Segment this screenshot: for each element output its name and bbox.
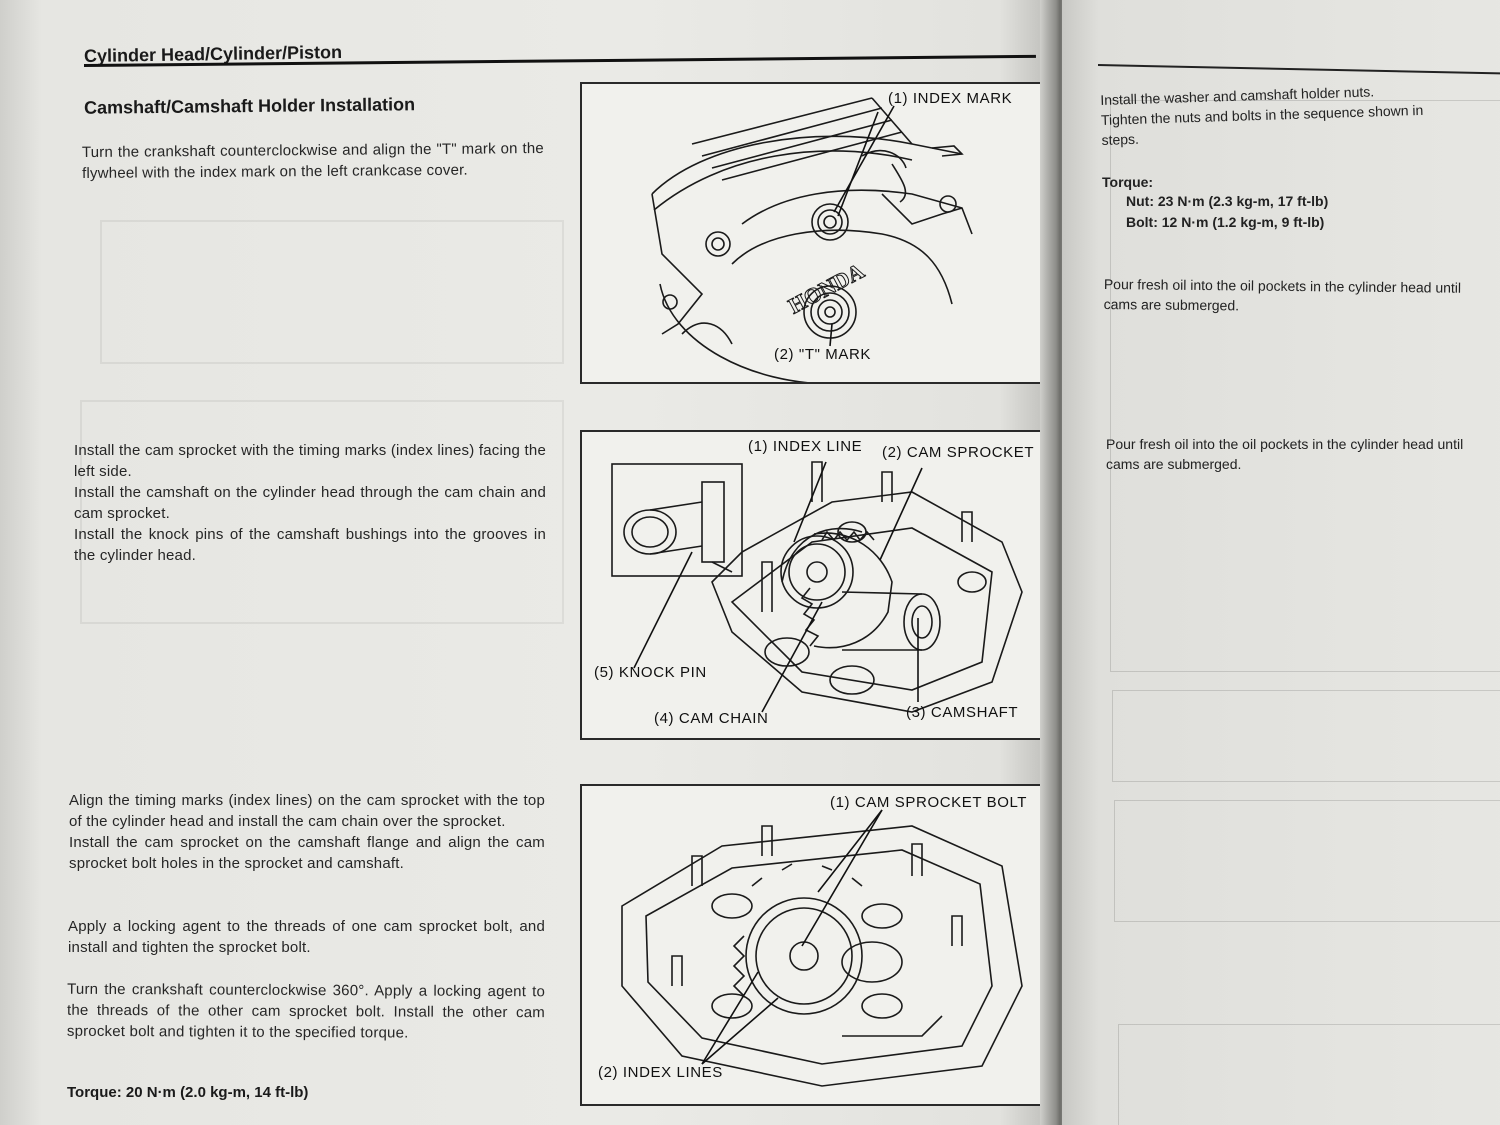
instruction-paragraph-1: Turn the crankshaft counterclockwise and… xyxy=(81,139,544,183)
instruction-line: Install the cam sprocket on the camshaft… xyxy=(69,834,545,872)
figure-cam-sprocket-install: (1) INDEX LINE (2) CAM SPROCKET (3) CAMS… xyxy=(580,430,1050,740)
instruction-line: cams are submerged. xyxy=(1106,456,1242,472)
callout-t-mark: (2) "T" MARK xyxy=(774,346,872,363)
callout-cam-sprocket: (2) CAM SPROCKET xyxy=(882,444,1035,461)
instruction-paragraph-4: Apply a locking agent to the threads of … xyxy=(68,918,545,956)
right-instruction-3: Pour fresh oil into the oil pockets in t… xyxy=(1106,434,1500,474)
right-torque-label: Torque: xyxy=(1102,174,1154,190)
torque-spec: Torque: 20 N·m (2.0 kg-m, 14 ft-lb) xyxy=(67,1084,309,1101)
callout-knock-pin: (5) KNOCK PIN xyxy=(594,664,707,681)
instruction-line: Install the knock pins of the camshaft b… xyxy=(74,526,546,564)
right-torque-bolt: Bolt: 12 N·m (1.2 kg-m, 9 ft-lb) xyxy=(1126,214,1325,230)
callout-index-mark: (1) INDEX MARK xyxy=(888,90,1013,107)
bleed-through-box xyxy=(1118,1024,1500,1125)
right-instruction-2: Pour fresh oil into the oil pockets in t… xyxy=(1104,274,1500,318)
callout-index-line: (1) INDEX LINE xyxy=(748,438,863,455)
instruction-paragraph-3: Align the timing marks (index lines) on … xyxy=(69,790,545,874)
cylinder-head-sprocket-bolt-drawing xyxy=(621,809,1023,1087)
instruction-paragraph-2: Install the cam sprocket with the timing… xyxy=(74,440,546,566)
bleed-through-box xyxy=(1110,100,1500,672)
callout-cam-sprocket-bolt: (1) CAM SPROCKET BOLT xyxy=(830,794,1028,811)
figure-cam-sprocket-bolt: (1) CAM SPROCKET BOLT (2) INDEX LINES xyxy=(580,784,1054,1106)
bleed-through-box xyxy=(80,400,564,624)
callout-camshaft: (3) CAMSHAFT xyxy=(906,704,1019,721)
right-torque-nut: Nut: 23 N·m (2.3 kg-m, 17 ft-lb) xyxy=(1126,193,1329,209)
cylinder-head-camshaft-drawing xyxy=(611,461,1023,713)
left-page: Cylinder Head/Cylinder/Piston Camshaft/C… xyxy=(0,0,1054,1125)
instruction-line: Align the timing marks (index lines) on … xyxy=(69,792,545,830)
bleed-through-box xyxy=(1114,800,1500,922)
bleed-through-box xyxy=(100,220,564,364)
instruction-paragraph-5: Turn the crankshaft counterclockwise 360… xyxy=(66,980,546,1042)
section-title: Camshaft/Camshaft Holder Installation xyxy=(83,94,416,118)
right-instruction-1: Install the washer and camshaft holder n… xyxy=(1100,77,1500,150)
instruction-line: Pour fresh oil into the oil pockets in t… xyxy=(1106,436,1464,452)
figure-flywheel-timing: HONDA (1) INDEX MARK (2) "T" MARK xyxy=(580,82,1046,384)
callout-cam-chain: (4) CAM CHAIN xyxy=(654,710,769,727)
instruction-line: Install the camshaft on the cylinder hea… xyxy=(74,484,546,522)
bleed-through-box xyxy=(1112,690,1500,782)
crankcase-cover-drawing: HONDA xyxy=(651,97,973,382)
instruction-line: Install the cam sprocket with the timing… xyxy=(74,442,546,480)
right-page xyxy=(1062,0,1500,1125)
callout-index-lines: (2) INDEX LINES xyxy=(598,1064,723,1081)
